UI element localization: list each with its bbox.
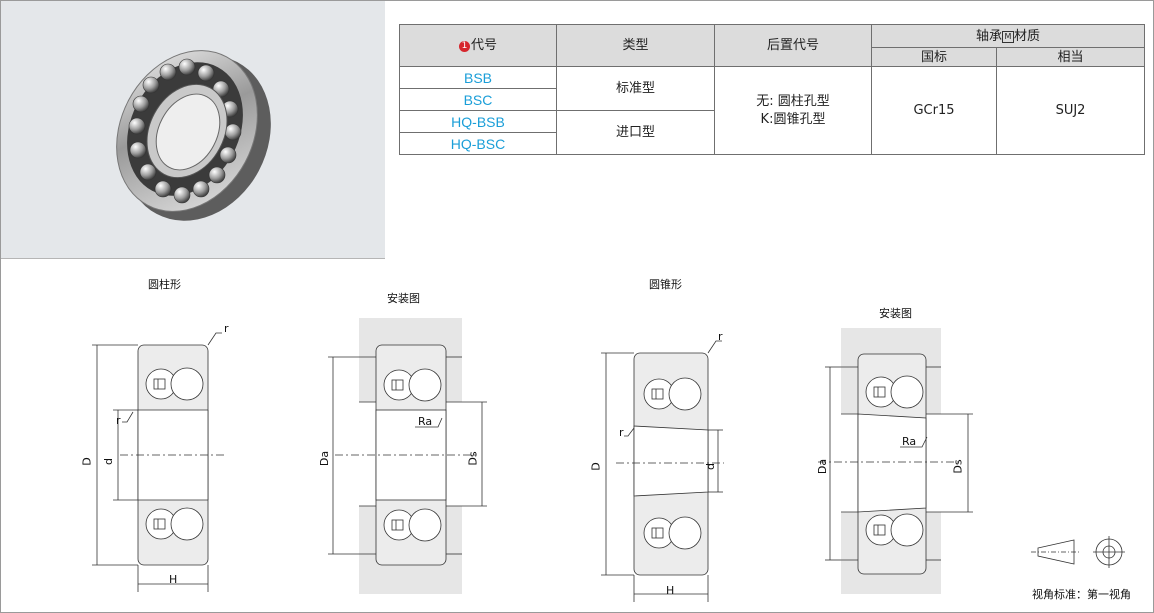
tapered-bearing-drawing (601, 340, 724, 602)
divider (1, 258, 385, 259)
dim-D: D (80, 457, 94, 466)
dim-r: r (619, 426, 624, 439)
header-gb: 国标 (871, 47, 997, 67)
dim-d: d (101, 458, 115, 465)
dim-Ra: Ra (418, 415, 433, 428)
product-photo-panel (1, 1, 385, 258)
type-cell: 进口型 (556, 110, 715, 155)
header-type: 类型 (556, 24, 715, 67)
cylindrical-mount-drawing (328, 318, 487, 594)
tapered-title: 圆锥形 (649, 278, 682, 291)
bearing-photo (116, 50, 271, 221)
code-cell: HQ-BSC (399, 132, 557, 155)
dim-Ra: Ra (902, 435, 917, 448)
dim-Ds: Ds (466, 451, 480, 466)
material-gb-cell: GCr15 (871, 66, 997, 155)
material-mark-icon: M (1002, 30, 1014, 43)
dim-r: r (718, 330, 723, 343)
dim-r: r (116, 414, 121, 427)
dim-Ds: Ds (951, 459, 965, 474)
type-cell: 标准型 (556, 66, 715, 111)
dim-r: r (224, 322, 229, 335)
mount-title-2: 安装图 (879, 307, 912, 320)
numbered-badge: 1 (458, 41, 470, 52)
dim-H: H (666, 584, 675, 597)
dim-H: H (169, 573, 178, 586)
dim-d: d (703, 463, 717, 470)
tapered-mount-drawing (818, 328, 973, 594)
first-angle-projection-icon (1031, 536, 1125, 568)
cylindrical-bearing-drawing (92, 332, 226, 592)
mount-title: 安装图 (387, 292, 420, 305)
dim-D: D (589, 462, 603, 471)
view-standard-label: 视角标准：第一视角 (1032, 588, 1131, 601)
header-code-label: 代号 (470, 38, 497, 53)
dim-Da: Da (318, 450, 332, 467)
cylindrical-title: 圆柱形 (148, 278, 181, 291)
dim-Da: Da (816, 458, 830, 475)
code-cell: BSC (399, 88, 557, 111)
material-eq-cell: SUJ2 (996, 66, 1145, 155)
